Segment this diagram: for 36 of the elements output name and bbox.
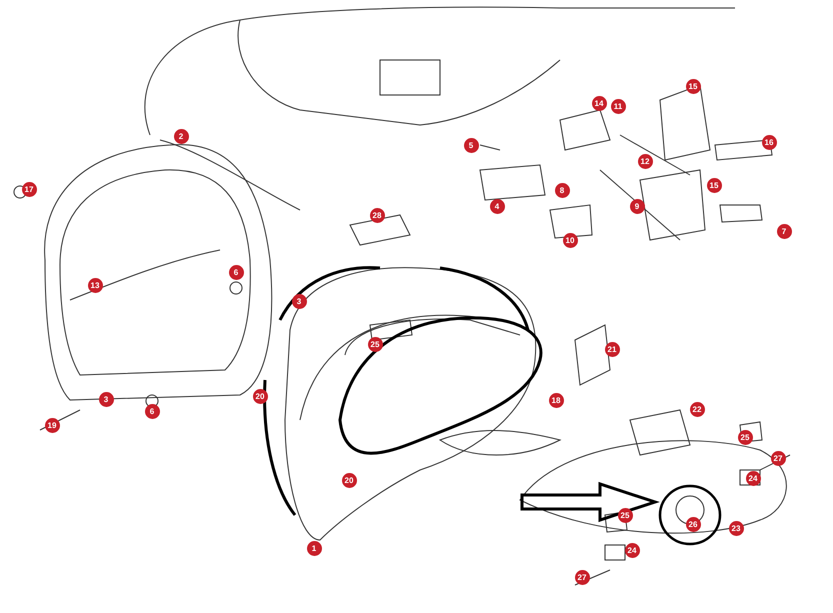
callout-number: 2: [174, 128, 188, 144]
callout-number: 10: [562, 232, 578, 248]
callout-number: 22: [690, 402, 704, 416]
callout-number: 24: [746, 470, 760, 486]
callout-number: 25: [368, 336, 382, 352]
callout-number: 6: [228, 264, 244, 280]
callout-number: 13: [88, 278, 102, 292]
callout-number: 19: [44, 418, 60, 432]
callout-number: 8: [554, 182, 570, 198]
callout-number: 26: [686, 516, 700, 532]
callout-number: 4: [490, 198, 504, 214]
callout-number: 27: [770, 450, 786, 466]
callout-number: 23: [728, 520, 744, 536]
callout-number: 15: [686, 78, 700, 94]
callout-number: 25: [738, 430, 752, 444]
callout-number: 20: [252, 388, 268, 404]
callout-number: 21: [604, 342, 620, 356]
callout-number: 12: [638, 154, 652, 168]
callout-number: 24: [624, 542, 640, 558]
callout-number: 6: [144, 404, 160, 418]
callout-number: 16: [762, 134, 776, 150]
callout-number: 15: [706, 178, 722, 192]
callout-number: 28: [370, 208, 384, 222]
callout-number: 3: [292, 294, 306, 308]
callout-number: 3: [98, 392, 114, 406]
callout-number: 11: [610, 98, 626, 114]
callout-number: 25: [618, 508, 632, 522]
callout-number: 17: [22, 182, 36, 196]
callout-number: 7: [776, 224, 792, 238]
callout-number: 18: [548, 392, 564, 408]
callout-number: 1: [306, 540, 322, 556]
callout-number: 14: [592, 96, 606, 110]
callout-number: 5: [464, 138, 478, 152]
callout-number: 27: [574, 570, 590, 584]
callout-number: 20: [342, 472, 356, 488]
callout-number: 9: [630, 198, 644, 214]
